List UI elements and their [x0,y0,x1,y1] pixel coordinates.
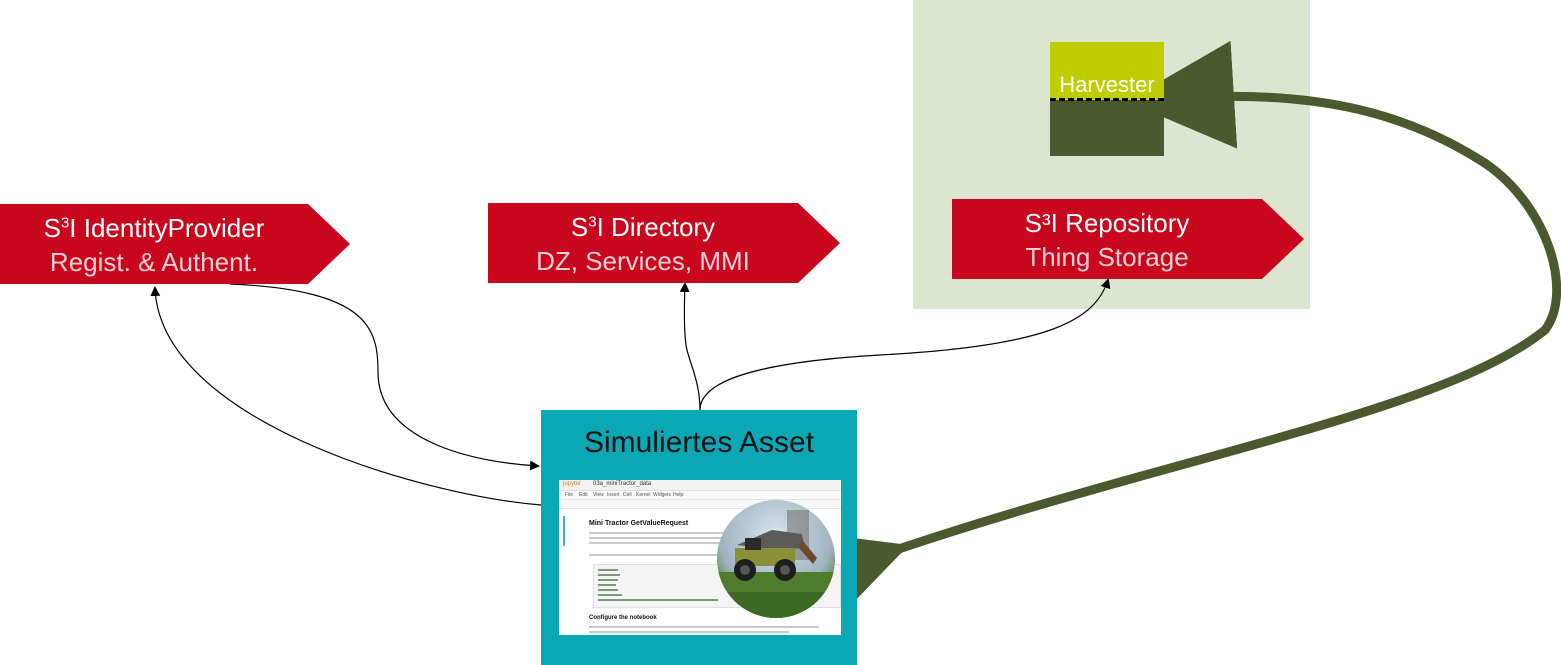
code-line [598,589,618,591]
harvester-divider [1050,98,1164,101]
notebook-menu-item: Insert [607,492,620,498]
repository-subtitle: Thing Storage [1025,242,1189,272]
identity-provider-subtitle: Regist. & Authent. [49,247,259,277]
notebook-menu-bar: File Edit View Insert Cell Kernel Widget… [559,491,841,500]
directory-title: S3I Directory [488,212,798,243]
identity-provider-title-sup: 3 [60,214,70,232]
notebook-heading-2: Configure the notebook [589,615,657,621]
notebook-toolbar [559,500,841,509]
identity-provider-title-prefix: S [43,213,61,243]
connector-asset-to-repository [699,278,1111,411]
notebook-selected-cell-marker [563,516,565,546]
identity-provider-title-rest: I IdentityProvider [69,213,265,243]
repository-title: S³I Repository [1024,208,1190,238]
connector-harvester-to-asset [789,40,1561,632]
notebook-heading: Mini Tractor GetValueRequest [589,520,689,527]
notebook-menu-item: File [565,492,574,498]
connector-asset-to-identity-provider [150,286,542,506]
harvester-bottom [1050,100,1164,156]
notebook-menu-item: Widgets [653,492,672,498]
identity-provider-chevron: S3I IdentityProvider Regist. & Authent. [0,204,350,284]
simulated-asset-box: Simuliertes Asset jupyter 03a_miniTracto… [541,410,857,665]
notebook-text-line [589,537,769,539]
notebook-menu-item: Kernel [636,492,651,498]
notebook-header: jupyter 03a_miniTractor_data [559,480,841,491]
notebook-text-line [589,631,789,633]
repository-chevron: S³I Repository Thing Storage [952,199,1304,279]
harvester-block: Harvester [1050,42,1164,156]
code-line [598,599,718,601]
notebook-text-line [589,542,759,544]
notebook-menu-item: View [593,492,604,498]
notebook-text-line [589,626,819,628]
code-line [598,574,620,576]
code-line [598,584,616,586]
notebook-text-line [589,554,749,556]
connector-identity-provider-to-asset [229,283,540,471]
notebook-menu-item: Cell [623,492,632,498]
connector-asset-to-directory [679,282,701,411]
identity-provider-title: S3I IdentityProvider [0,213,308,244]
notebook-text-line [589,532,779,534]
directory-chevron: S3I Directory DZ, Services, MMI [488,203,840,283]
directory-title-prefix: S [570,212,589,242]
code-line [598,569,618,571]
notebook-menu-item: Help [673,492,684,498]
notebook-screenshot: jupyter 03a_miniTractor_data File Edit V… [559,480,841,635]
directory-title-sup: 3 [588,213,597,231]
code-line [598,579,618,581]
harvester-top [1050,42,1164,100]
harvester-label: Harvester [1059,72,1155,97]
tractor-illustration [717,510,835,618]
notebook-name: 03a_miniTractor_data [593,481,652,487]
asset-title: Simuliertes Asset [583,426,815,459]
tractor-photo [717,500,835,618]
directory-title-rest: I Directory [596,212,716,242]
jupyter-logo: jupyter [563,481,582,487]
code-line [598,594,622,596]
notebook-menu-item: Edit [579,492,588,498]
directory-subtitle: DZ, Services, MMI [536,246,750,276]
